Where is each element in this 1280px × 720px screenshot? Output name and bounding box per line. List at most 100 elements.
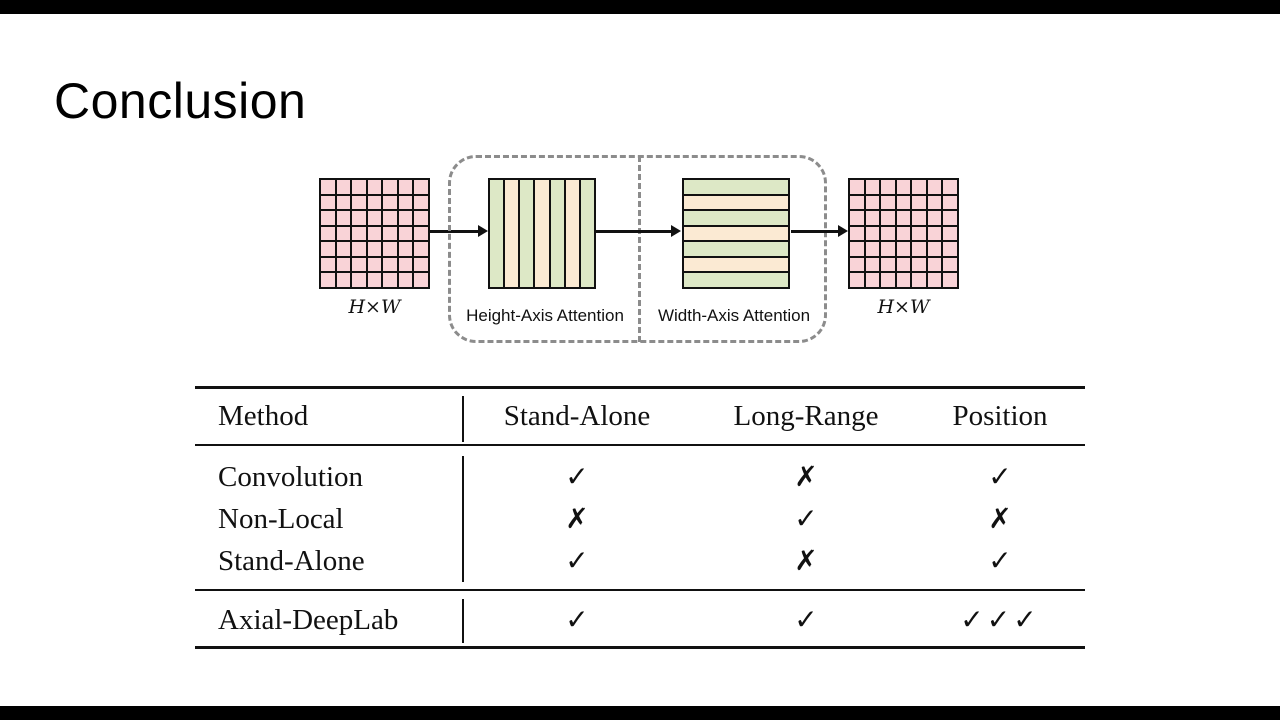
feature-cell: [367, 242, 382, 256]
feature-cell: [414, 195, 428, 210]
feature-cell: [927, 242, 942, 256]
feature-cell: [321, 273, 335, 287]
feature-cell: [943, 242, 957, 256]
feature-cell: [865, 273, 880, 287]
feature-cell: [881, 195, 895, 210]
table-row: Convolution✓✗✓: [195, 459, 1085, 495]
feature-cell: [414, 242, 428, 256]
feature-cell: [352, 180, 366, 194]
method-cell: Stand-Alone: [218, 545, 365, 577]
feature-cell: [865, 257, 880, 272]
feature-cell: [383, 211, 397, 225]
feature-cell: [398, 273, 413, 287]
feature-cell: [912, 257, 926, 272]
feature-cell: [865, 211, 880, 225]
cross-mark: ✗: [565, 502, 589, 535]
feature-cell: [321, 211, 335, 225]
table-row: Stand-Alone✓✗✓: [195, 543, 1085, 579]
feature-cell: [912, 195, 926, 210]
header-method: Method: [218, 400, 309, 432]
feature-cell: [896, 211, 911, 225]
feature-cell: [383, 180, 397, 194]
feature-cell: [865, 242, 880, 256]
attention-stripe: [535, 180, 549, 287]
feature-cell: [367, 273, 382, 287]
feature-cell: [943, 180, 957, 194]
attention-blocks-divider: [638, 156, 641, 342]
feature-cell: [336, 195, 351, 210]
letterbox-top-bar: [0, 0, 1280, 14]
check-mark: ✓: [565, 460, 589, 493]
table-rule: [195, 646, 1085, 649]
feature-cell: [398, 257, 413, 272]
check-mark: ✓: [565, 603, 589, 636]
feature-cell: [383, 195, 397, 210]
feature-cell: [927, 180, 942, 194]
arrow-right-icon: [791, 230, 839, 233]
method-cell: Convolution: [218, 461, 364, 493]
table-header-row: Method Stand-Alone Long-Range Position: [195, 398, 1085, 434]
attention-stripe: [505, 180, 519, 287]
feature-cell: [881, 257, 895, 272]
feature-cell: [896, 180, 911, 194]
feature-cell: [367, 226, 382, 241]
feature-cell: [367, 195, 382, 210]
table-vertical-divider: [462, 396, 464, 442]
arrow-head-icon: [838, 225, 848, 237]
attention-stripe: [684, 226, 788, 241]
check-mark: ✓✓✓: [960, 603, 1040, 636]
feature-cell: [912, 273, 926, 287]
feature-cell: [398, 211, 413, 225]
feature-cell: [383, 242, 397, 256]
feature-cell: [850, 242, 864, 256]
attention-stripe: [580, 180, 594, 287]
feature-cell: [336, 180, 351, 194]
header-long-range: Long-Range: [733, 400, 879, 432]
width-axis-attention-label: Width-Axis Attention: [657, 306, 811, 325]
table-rule: [195, 386, 1085, 389]
feature-cell: [943, 226, 957, 241]
feature-cell: [896, 195, 911, 210]
arrow-head-icon: [478, 225, 488, 237]
table-footer-row: Axial-DeepLab ✓ ✓ ✓✓✓: [195, 602, 1085, 638]
feature-cell: [927, 226, 942, 241]
feature-cell: [398, 180, 413, 194]
table-vertical-divider: [462, 599, 464, 643]
feature-cell: [321, 180, 335, 194]
feature-cell: [943, 195, 957, 210]
feature-cell: [414, 180, 428, 194]
feature-cell: [336, 211, 351, 225]
letterbox-bottom-bar: [0, 706, 1280, 720]
feature-cell: [321, 226, 335, 241]
feature-cell: [896, 226, 911, 241]
feature-cell: [850, 180, 864, 194]
feature-cell: [896, 273, 911, 287]
attention-stripe: [684, 273, 788, 287]
comparison-table: Method Stand-Alone Long-Range Position C…: [195, 380, 1085, 656]
cross-mark: ✗: [794, 544, 818, 577]
feature-cell: [398, 242, 413, 256]
feature-cell: [367, 180, 382, 194]
feature-cell: [352, 242, 366, 256]
slide-title: Conclusion: [54, 73, 307, 129]
feature-cell: [336, 257, 351, 272]
feature-cell: [383, 273, 397, 287]
input-size-label: H×W: [348, 296, 401, 318]
feature-cell: [850, 195, 864, 210]
method-cell: Non-Local: [218, 503, 344, 535]
table-row: Non-Local✗✓✗: [195, 501, 1085, 537]
feature-cell: [367, 211, 382, 225]
width-axis-attention-block: [682, 178, 790, 289]
feature-cell: [927, 257, 942, 272]
feature-cell: [336, 242, 351, 256]
feature-cell: [912, 211, 926, 225]
check-mark: ✓: [794, 603, 818, 636]
arrow-right-icon: [429, 230, 479, 233]
feature-cell: [850, 226, 864, 241]
feature-cell: [865, 180, 880, 194]
feature-cell: [881, 211, 895, 225]
feature-cell: [927, 273, 942, 287]
feature-cell: [336, 226, 351, 241]
header-position: Position: [952, 400, 1048, 432]
